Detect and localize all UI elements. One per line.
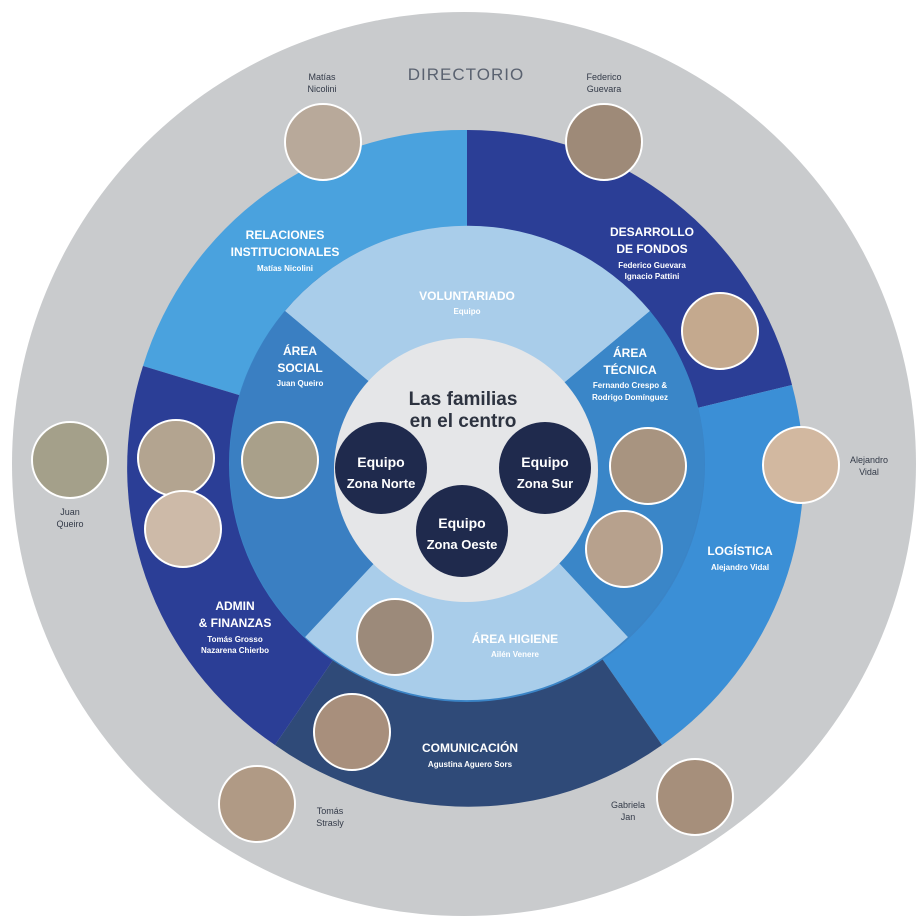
comunicacion-person: Agustina Aguero Sors (428, 760, 513, 769)
admin-label-line2: & FINANZAS (199, 616, 272, 630)
higiene-person: Ailén Venere (491, 650, 540, 659)
relaciones-label-line2: INSTITUCIONALES (231, 245, 340, 259)
voluntariado-label: VOLUNTARIADO (419, 289, 515, 303)
avatar-tecnica-1 (609, 427, 687, 505)
avatar-relaciones (284, 103, 362, 181)
avatar-comunicacion (313, 693, 391, 771)
team-zona-norte-line2: Zona Norte (347, 476, 416, 491)
relaciones-person: Matías Nicolini (257, 264, 313, 273)
desarrollo-label-line2: DE FONDOS (616, 242, 687, 256)
admin-person2: Nazarena Chierbo (201, 646, 269, 655)
team-zona-sur-circle (499, 422, 591, 514)
tecnica-label-line1: ÁREA (613, 345, 647, 360)
team-zona-norte-line1: Equipo (357, 454, 404, 470)
tecnica-person2: Rodrigo Domínguez (592, 393, 668, 402)
outer-person-top-left-line2: Nicolini (307, 84, 336, 94)
center-title-line2: en el centro (410, 411, 517, 432)
logistica-label: LOGÍSTICA (707, 543, 773, 558)
outer-person-right-line2: Vidal (859, 467, 879, 477)
team-zona-norte-circle (335, 422, 427, 514)
comunicacion-label: COMUNICACIÓN (422, 740, 518, 755)
outer-person-bottom-left-line2: Strasly (316, 818, 344, 828)
desarrollo-person1: Federico Guevara (618, 261, 686, 270)
tecnica-person1: Fernando Crespo & (593, 381, 667, 390)
team-zona-oeste-line1: Equipo (438, 515, 485, 531)
outer-person-left-line1: Juan (60, 507, 80, 517)
avatar-outer-bottom-right (656, 758, 734, 836)
avatar-admin-2 (144, 490, 222, 568)
avatar-outer-left (31, 421, 109, 499)
desarrollo-label-line1: DESARROLLO (610, 225, 694, 239)
higiene-label: ÁREA HIGIENE (472, 631, 558, 646)
avatar-admin-1 (137, 419, 215, 497)
outer-person-top-right-line2: Guevara (587, 84, 622, 94)
logistica-person: Alejandro Vidal (711, 563, 769, 572)
avatar-outer-right (762, 426, 840, 504)
outer-person-bottom-right-line2: Jan (621, 812, 636, 822)
admin-label-line1: ADMIN (215, 599, 254, 613)
outer-person-left-line2: Queiro (56, 519, 83, 529)
outer-title: DIRECTORIO (408, 65, 524, 84)
outer-person-bottom-right-line1: Gabriela (611, 800, 645, 810)
team-zona-sur-line1: Equipo (521, 454, 568, 470)
avatar-desarrollo-top (565, 103, 643, 181)
outer-person-top-right-line1: Federico (586, 72, 621, 82)
team-zona-oeste-circle (416, 485, 508, 577)
social-label-line2: SOCIAL (277, 361, 322, 375)
center-circle (334, 338, 598, 602)
social-person: Juan Queiro (277, 379, 324, 388)
outer-person-top-left-line1: Matías (308, 72, 336, 82)
team-zona-sur-line2: Zona Sur (517, 476, 573, 491)
outer-person-bottom-left-line1: Tomás (317, 806, 344, 816)
center-title-line1: Las familias (409, 389, 518, 410)
relaciones-label-line1: RELACIONES (246, 228, 325, 242)
avatar-social (241, 421, 319, 499)
outer-person-right-line1: Alejandro (850, 455, 888, 465)
team-zona-oeste-line2: Zona Oeste (427, 537, 498, 552)
tecnica-label-line2: TÉCNICA (603, 362, 657, 377)
outer-people (31, 421, 840, 843)
avatar-outer-bottom-left (218, 765, 296, 843)
social-label-line1: ÁREA (283, 343, 317, 358)
person-photos (137, 103, 759, 771)
voluntariado-person: Equipo (453, 307, 480, 316)
desarrollo-person2: Ignacio Pattini (625, 272, 680, 281)
avatar-tecnica-2 (585, 510, 663, 588)
admin-person1: Tomás Grosso (207, 635, 263, 644)
avatar-higiene (356, 598, 434, 676)
avatar-desarrollo (681, 292, 759, 370)
